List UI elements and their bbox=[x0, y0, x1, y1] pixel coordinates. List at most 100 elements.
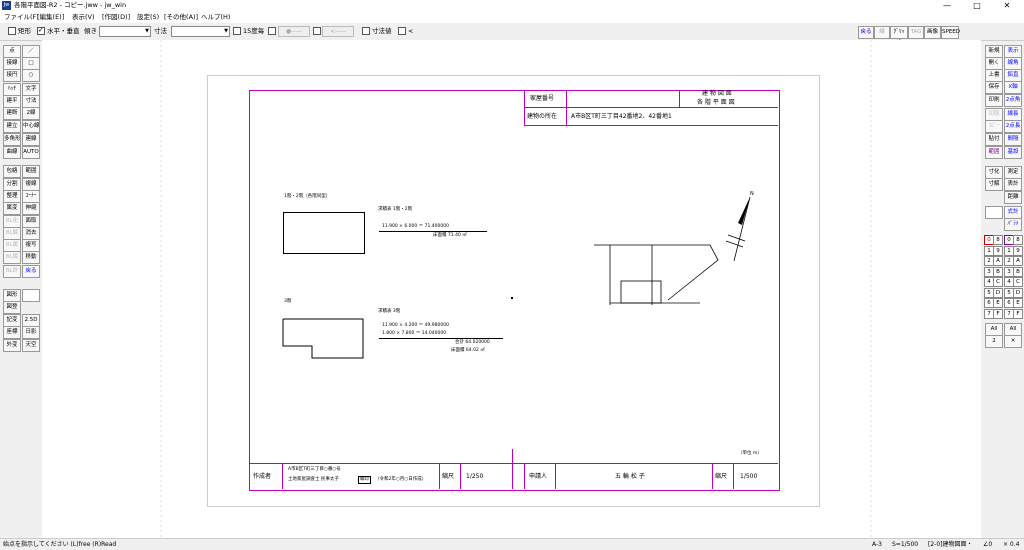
right-tool-4-1[interactable]: 2点角 bbox=[1004, 94, 1022, 107]
menu-view[interactable]: 表示(V) bbox=[72, 13, 95, 21]
layer-group-button-10[interactable]: A bbox=[1013, 256, 1023, 266]
left-tool-2-0[interactable]: 接円 bbox=[3, 69, 21, 82]
arrow2-field[interactable]: <----- bbox=[322, 26, 354, 37]
left-tool-19-0[interactable]: 図登 bbox=[3, 301, 21, 314]
speed-button[interactable]: SPEED bbox=[941, 26, 960, 39]
left-tool-17-1[interactable]: 戻る bbox=[22, 265, 40, 278]
status-scale[interactable]: S=1/500 bbox=[892, 541, 919, 548]
right-tool-10-1[interactable]: 表計 bbox=[1004, 178, 1022, 191]
menu-settings[interactable]: 設定(S) bbox=[137, 13, 160, 21]
layer-group-button-13[interactable]: D bbox=[1013, 287, 1023, 298]
undo-button[interactable]: 戻る bbox=[858, 26, 874, 39]
angle-combo[interactable]: ▼ bbox=[99, 26, 151, 37]
layer-button-11[interactable]: B bbox=[993, 266, 1003, 277]
dimvalue-checkbox[interactable]: 寸法値 bbox=[362, 26, 392, 37]
minimize-button[interactable]: — bbox=[943, 1, 951, 10]
left-tool-5-0[interactable]: 建断 bbox=[3, 107, 21, 120]
layer-group-button-15[interactable]: F bbox=[1013, 308, 1023, 319]
right-tool-11-1[interactable]: 距離 bbox=[1004, 191, 1022, 204]
left-tool-12-1[interactable]: 伸縮 bbox=[22, 202, 40, 215]
menu-help[interactable]: ヘルプ(H) bbox=[201, 13, 231, 21]
left-tool-15-1[interactable]: 複写 bbox=[22, 239, 40, 252]
tag-button[interactable]: TAG bbox=[908, 26, 924, 39]
right-tool-8-0[interactable]: 範囲 bbox=[985, 146, 1003, 159]
line-button[interactable]: 線 bbox=[874, 26, 890, 39]
layer-group-button-12[interactable]: C bbox=[1013, 277, 1023, 287]
left-tool-21-1[interactable]: 日影 bbox=[22, 326, 40, 339]
left-tool-16-0[interactable]: BL編 bbox=[3, 251, 21, 264]
layer-number-button[interactable]: 2 bbox=[985, 335, 1003, 348]
right-tool-3-0[interactable]: 保存 bbox=[985, 81, 1003, 94]
right-tool-6-1[interactable]: 2点長 bbox=[1004, 120, 1022, 133]
arrow1-field[interactable]: ●----- bbox=[278, 26, 310, 37]
grid-button[interactable]: ｸﾞﾘｯﾄﾞ bbox=[890, 26, 908, 46]
status-paper[interactable]: A-3 bbox=[872, 541, 882, 548]
right-tool-4-0[interactable]: 印刷 bbox=[985, 94, 1003, 107]
left-tool-16-1[interactable]: 移動 bbox=[22, 251, 40, 264]
deg15-checkbox[interactable]: 15度毎 bbox=[233, 26, 264, 37]
right-tool-7-0[interactable]: 貼付 bbox=[985, 133, 1003, 146]
right-blank-box[interactable] bbox=[985, 206, 1003, 219]
left-tool-7-0[interactable]: 多角形 bbox=[3, 133, 21, 146]
left-tool-6-0[interactable]: 建立 bbox=[3, 120, 21, 133]
left-tool-1-1[interactable]: □ bbox=[22, 57, 40, 70]
layer-button-9[interactable]: 9 bbox=[993, 245, 1003, 256]
hv-checkbox[interactable]: 水平・垂直 bbox=[37, 25, 80, 37]
layer-group-button-9[interactable]: 9 bbox=[1013, 245, 1023, 256]
layer-group-button-14[interactable]: E bbox=[1013, 298, 1023, 308]
dimension-combo[interactable]: ▼ bbox=[171, 26, 230, 37]
footer-hline bbox=[249, 463, 778, 464]
menu-other[interactable]: [その他(A)] bbox=[164, 13, 199, 21]
left-tool-3-1[interactable]: 文字 bbox=[22, 83, 40, 96]
layer-button-10[interactable]: A bbox=[993, 256, 1003, 266]
status-zoom[interactable]: × 0.4 bbox=[1003, 541, 1020, 548]
arrow1-checkbox[interactable] bbox=[268, 26, 278, 37]
left-tool-9-0[interactable]: 包絡 bbox=[3, 165, 21, 178]
close-button[interactable]: ✕ bbox=[1003, 1, 1011, 10]
layer-all-button[interactable]: All bbox=[985, 323, 1003, 336]
left-tool-7-1[interactable]: 連線 bbox=[22, 133, 40, 146]
layer-button-15[interactable]: F bbox=[993, 308, 1003, 319]
layer-button-14[interactable]: E bbox=[993, 298, 1003, 308]
layer-state-box[interactable] bbox=[22, 289, 40, 302]
left-tool-2-1[interactable]: ○ bbox=[22, 69, 40, 82]
left-tool-8-1[interactable]: AUTO bbox=[22, 146, 40, 159]
layer-group-button-11[interactable]: B bbox=[1013, 266, 1023, 277]
right-tool-8-1[interactable]: 基設 bbox=[1004, 146, 1022, 159]
image-button[interactable]: 画像 bbox=[924, 26, 941, 39]
left-tool-22-0[interactable]: 外変 bbox=[3, 339, 21, 352]
left-tool-10-1[interactable]: 複線 bbox=[22, 178, 40, 191]
left-tool-17-0[interactable]: BL終 bbox=[3, 265, 21, 278]
status-layer[interactable]: [2-0]建物図面・ bbox=[928, 541, 973, 548]
layer-button-8[interactable]: 8 bbox=[993, 235, 1003, 245]
layer-group-button-8[interactable]: 8 bbox=[1013, 235, 1023, 245]
left-tool-21-0[interactable]: 座標 bbox=[3, 326, 21, 339]
menu-draw[interactable]: [作図(D)] bbox=[102, 13, 131, 21]
left-tool-5-1[interactable]: 2線 bbox=[22, 107, 40, 120]
left-tool-13-0[interactable]: BL化 bbox=[3, 215, 21, 228]
arrow2-checkbox[interactable] bbox=[313, 26, 323, 37]
left-tool-9-1[interactable]: 範囲 bbox=[22, 165, 40, 178]
drawing-canvas[interactable] bbox=[42, 40, 981, 538]
right-tool-7-1[interactable]: 間隔 bbox=[1004, 133, 1022, 146]
left-tool-22-1[interactable]: 天空 bbox=[22, 339, 40, 352]
right-tool-0-1[interactable]: 表示 bbox=[1004, 45, 1022, 58]
right-tool-13-1[interactable]: ﾊﾟﾗﾒ bbox=[1004, 218, 1022, 231]
last-checkbox[interactable]: < bbox=[398, 26, 413, 37]
left-tool-6-1[interactable]: 中心線 bbox=[22, 120, 40, 133]
status-angle[interactable]: ∠0 bbox=[983, 541, 993, 548]
left-tool-12-0[interactable]: 属変 bbox=[3, 202, 21, 215]
rect-checkbox[interactable]: 矩形 bbox=[8, 26, 31, 37]
menu-file[interactable]: ファイル(F) bbox=[4, 13, 39, 21]
left-tool-8-0[interactable]: 曲線 bbox=[3, 146, 21, 159]
right-tool-10-0[interactable]: 寸解 bbox=[985, 178, 1003, 191]
left-tool-20-0[interactable]: 記変 bbox=[3, 314, 21, 327]
maximize-button[interactable]: □ bbox=[973, 1, 981, 10]
menu-edit[interactable]: [編集(E)] bbox=[37, 13, 65, 21]
right-tool-3-1[interactable]: X軸 bbox=[1004, 81, 1022, 94]
layer-button-12[interactable]: C bbox=[993, 277, 1003, 287]
layer-group-cross-button[interactable]: ✕ bbox=[1004, 335, 1022, 348]
layer-button-13[interactable]: D bbox=[993, 287, 1003, 298]
right-tool-0-0[interactable]: 新規 bbox=[985, 45, 1003, 58]
right-tool-6-0[interactable]: ｺﾋﾟｰ bbox=[985, 120, 1003, 133]
